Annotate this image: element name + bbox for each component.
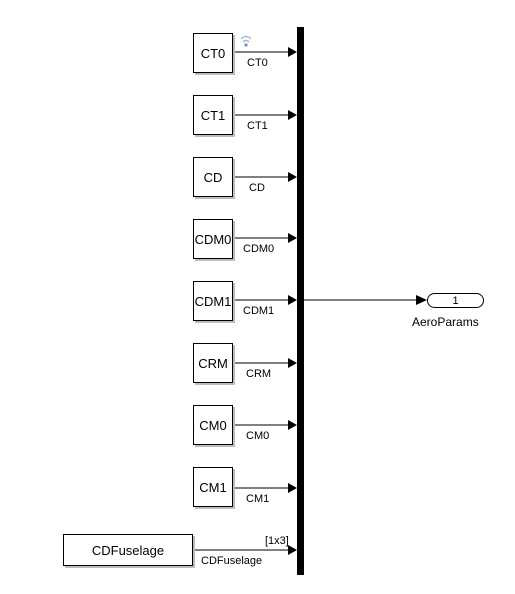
- arrowhead-cm0: [288, 420, 297, 430]
- constant-block-crm[interactable]: CRM: [193, 343, 233, 383]
- arrowhead-cm1: [288, 483, 297, 493]
- wifi-icon: [240, 35, 252, 47]
- arrowhead-cdm0: [288, 233, 297, 243]
- block-label: CDM1: [194, 293, 232, 309]
- constant-block-ct1[interactable]: CT1: [193, 95, 233, 135]
- constant-block-cm1[interactable]: CM1: [193, 467, 233, 507]
- signal-label-cm0[interactable]: CM0: [246, 430, 270, 442]
- signal-label-cdm1[interactable]: CDM1: [243, 305, 275, 317]
- block-label: CT0: [200, 45, 226, 61]
- signal-label-cd[interactable]: CD: [249, 182, 265, 194]
- block-label: CDM0: [194, 231, 232, 247]
- signal-label-ct1[interactable]: CT1: [247, 120, 268, 132]
- signal-label-ct0[interactable]: CT0: [247, 57, 268, 69]
- arrowhead-crm: [288, 358, 297, 368]
- bus-creator-block[interactable]: [297, 27, 304, 575]
- arrowhead-cdm1: [288, 295, 297, 305]
- arrowhead-cdfuselage: [288, 545, 297, 555]
- constant-block-cdm0[interactable]: CDM0: [193, 219, 233, 259]
- outport-number: 1: [452, 294, 459, 307]
- arrowhead-cd: [288, 172, 297, 182]
- constant-block-cdm1[interactable]: CDM1: [193, 281, 233, 321]
- signal-label-cdfuselage[interactable]: CDFuselage: [201, 555, 263, 567]
- outport-block[interactable]: 1: [427, 293, 484, 308]
- block-label: CT1: [200, 107, 226, 123]
- signal-label-crm[interactable]: CRM: [246, 368, 272, 380]
- signal-dimension-label: [1x3]: [265, 535, 289, 547]
- block-label: CD: [203, 169, 223, 185]
- arrowhead-ct0: [288, 47, 297, 57]
- signal-label-cm1[interactable]: CM1: [246, 493, 270, 505]
- constant-block-cm0[interactable]: CM0: [193, 405, 233, 445]
- block-label: CDFuselage: [91, 542, 165, 558]
- outport-name-label[interactable]: AeroParams: [412, 315, 479, 329]
- block-label: CM0: [199, 417, 227, 433]
- constant-block-ct0[interactable]: CT0: [193, 33, 233, 73]
- signal-label-cdm0[interactable]: CDM0: [243, 243, 275, 255]
- constant-block-cd[interactable]: CD: [193, 157, 233, 197]
- arrowhead-aeroparams: [416, 295, 427, 305]
- constant-block-cdfuselage[interactable]: CDFuselage: [63, 534, 193, 566]
- block-label: CM1: [199, 479, 227, 495]
- arrowhead-ct1: [288, 110, 297, 120]
- block-label: CRM: [198, 355, 228, 371]
